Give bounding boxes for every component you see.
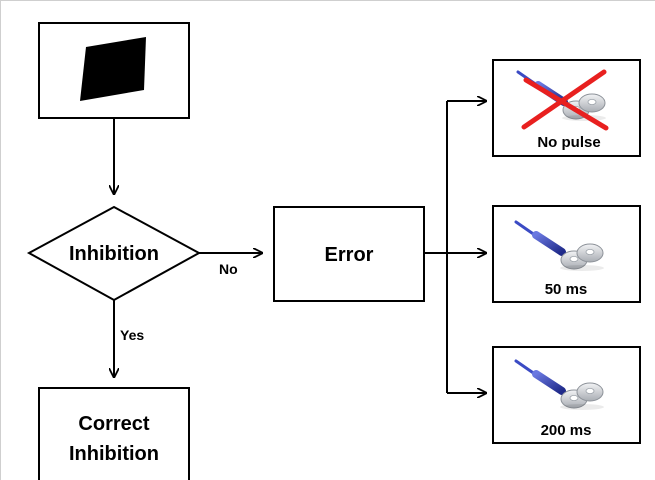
error-box xyxy=(273,206,425,302)
stimulus-word-card: red xyxy=(80,37,146,101)
yes-branch-label: Yes xyxy=(120,327,144,343)
stimulus-word: red xyxy=(96,56,133,83)
pulse-label-50ms: 50 ms xyxy=(545,281,588,298)
error-label: Error xyxy=(325,244,374,266)
decision-label: Inhibition xyxy=(69,243,159,265)
correct-line2: Inhibition xyxy=(69,443,159,465)
correct-inhibition-box xyxy=(38,387,190,480)
correct-line1: Correct xyxy=(78,413,149,435)
pulse-label-no-pulse: No pulse xyxy=(537,134,600,151)
cross-out-icon xyxy=(521,69,609,131)
pulse-label-200ms: 200 ms xyxy=(541,422,592,439)
no-branch-label: No xyxy=(219,261,238,277)
